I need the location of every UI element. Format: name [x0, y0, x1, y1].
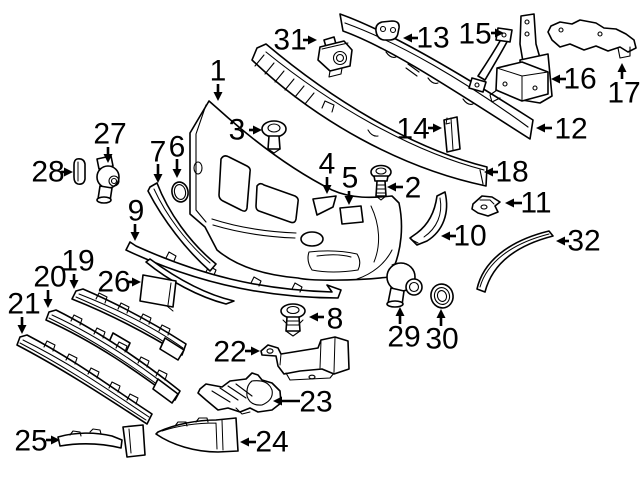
callout-15-arrowhead	[495, 28, 504, 38]
part-energy-absorber	[251, 43, 488, 187]
callout-2-label: 2	[405, 172, 422, 205]
part-bumper-cover	[189, 100, 403, 281]
part-expanding-rivet	[261, 120, 287, 154]
callout-25-arrowhead	[51, 435, 60, 445]
part-clip-bracket	[471, 195, 501, 217]
part-fog-lamp-trim	[197, 372, 282, 415]
callout-23-label: 23	[299, 386, 332, 419]
callout-26-label: 26	[97, 266, 130, 299]
callout-25-label: 25	[14, 425, 47, 458]
callout-26-arrowhead	[132, 277, 141, 287]
callout-9-label: 9	[128, 195, 145, 228]
callout-23-arrowhead	[273, 396, 282, 406]
callout-7-label: 7	[150, 136, 167, 169]
callout-32-arrowhead	[556, 236, 565, 246]
callout-24-arrowhead	[240, 437, 249, 447]
part-pdc-sensor-left	[96, 155, 120, 204]
callout-8-label: 8	[327, 303, 344, 336]
callout-11-arrowhead	[505, 198, 514, 208]
callout-21-arrowhead	[17, 325, 27, 334]
callout-19-arrowhead	[69, 280, 79, 289]
callout-16-label: 16	[563, 63, 596, 96]
callout-12-label: 12	[554, 113, 587, 146]
callout-5-arrowhead	[344, 196, 354, 205]
part-sensor-ring	[430, 283, 454, 309]
callout-7-arrowhead	[153, 174, 163, 183]
callout-15-label: 15	[458, 18, 491, 51]
callout-14-arrowhead	[433, 123, 442, 133]
part-wheel-arch-trim	[476, 230, 554, 293]
callout-4-arrowhead	[322, 185, 332, 194]
callout-8-arrowhead	[309, 312, 318, 322]
part-sensor-cap	[73, 158, 86, 185]
callout-28-arrowhead	[64, 167, 73, 177]
callout-1-label: 1	[210, 55, 227, 88]
callout-29-label: 29	[387, 321, 420, 354]
callout-9-arrowhead	[130, 232, 140, 241]
part-fog-bracket	[260, 336, 350, 381]
callout-22-arrowhead	[251, 346, 260, 356]
callout-13-label: 13	[416, 22, 449, 55]
callout-2-arrowhead	[387, 182, 396, 192]
callout-12-arrowhead	[536, 123, 545, 133]
part-mounting-bracket	[489, 13, 553, 104]
callout-3-arrowhead	[253, 125, 262, 135]
callout-28-label: 28	[31, 156, 64, 189]
callout-11-label: 11	[520, 187, 551, 220]
callout-6-arrowhead	[172, 169, 182, 178]
callout-1-arrowhead	[213, 92, 223, 101]
callout-19-label: 19	[61, 245, 94, 278]
part-adhesive-patch-left	[312, 195, 337, 216]
callout-10-arrowhead	[441, 231, 450, 241]
callout-31-label: 31	[273, 24, 306, 57]
callout-20-label: 20	[33, 261, 66, 294]
part-grille-strip-lower	[16, 334, 153, 425]
callout-16-arrowhead	[551, 74, 560, 84]
callout-32-label: 32	[567, 225, 600, 258]
callout-30-arrowhead	[436, 309, 446, 318]
part-brace-strut	[468, 27, 513, 93]
callout-14-label: 14	[396, 113, 429, 146]
part-corner-bracket	[409, 191, 448, 246]
part-grommet	[171, 181, 189, 203]
part-lower-trim-right	[155, 417, 239, 453]
callout-13-arrowhead	[403, 33, 412, 43]
part-grille-strip-middle	[45, 309, 181, 404]
callout-29-arrowhead	[395, 307, 405, 316]
callout-6-label: 6	[169, 131, 186, 164]
part-camera	[317, 36, 353, 78]
callout-21-label: 21	[7, 288, 40, 321]
callout-17-label: 17	[607, 77, 640, 110]
callout-10-label: 10	[453, 220, 486, 253]
callout-5-label: 5	[342, 162, 359, 195]
part-adhesive-patch-right	[339, 205, 364, 225]
callout-27-label: 27	[93, 118, 126, 151]
part-push-pin	[280, 303, 306, 337]
callout-31-arrowhead	[308, 35, 317, 45]
callout-18-label: 18	[495, 156, 528, 189]
part-strap-bracket	[375, 20, 400, 41]
part-lower-trim-left	[57, 424, 146, 458]
callout-27-arrowhead	[103, 154, 113, 163]
part-pdc-sensor-right	[386, 262, 423, 308]
callout-3-label: 3	[229, 114, 246, 147]
callout-22-label: 22	[213, 336, 246, 369]
callout-4-label: 4	[319, 148, 336, 181]
part-trim-blade	[147, 182, 217, 272]
part-license-plate-pad	[139, 274, 177, 312]
callout-17-arrowhead	[617, 63, 627, 72]
callout-18-arrowhead	[484, 167, 493, 177]
callout-30-label: 30	[425, 323, 458, 356]
part-side-bracket	[547, 19, 637, 59]
callout-20-arrowhead	[43, 299, 53, 308]
callout-24-label: 24	[255, 426, 288, 459]
part-screw	[370, 164, 392, 201]
part-side-plate	[443, 116, 461, 153]
